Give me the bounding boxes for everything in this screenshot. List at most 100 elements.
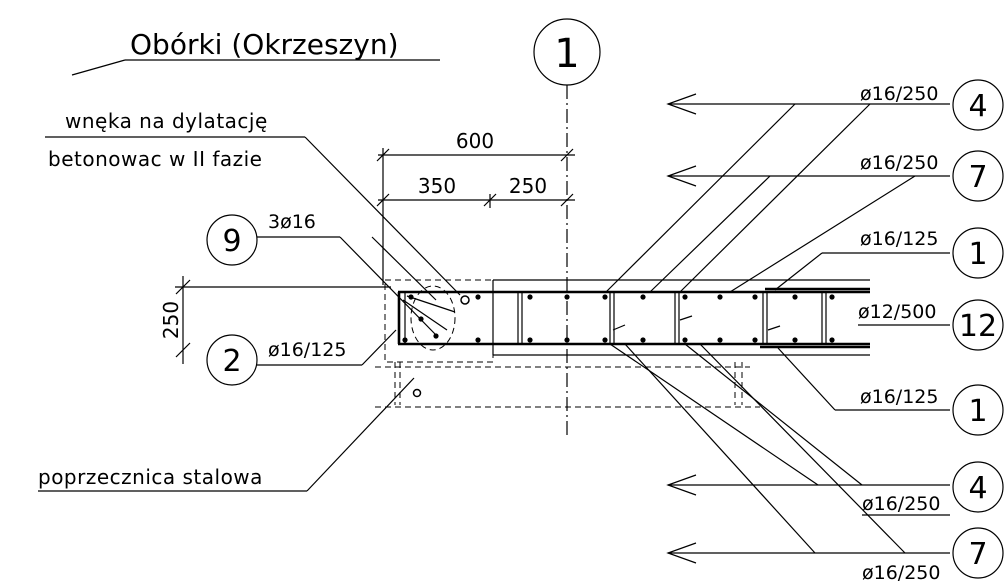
callout-leader	[609, 343, 819, 486]
callout-bubble	[952, 79, 1004, 131]
callout-mark: 12	[959, 309, 997, 344]
niche-note-text: wnęka na dylatację	[65, 109, 268, 133]
callout-spec: 3ø16	[268, 211, 316, 233]
drawing-title: Obórki (Okrzeszyn)	[130, 28, 399, 61]
dim-tick	[376, 148, 390, 162]
bar-dot	[682, 337, 688, 343]
callout-spec: ø16/250	[860, 152, 938, 174]
stirrups	[404, 292, 827, 344]
bar-dot	[527, 294, 533, 300]
bar-dot	[527, 337, 533, 343]
bar-dot	[829, 337, 835, 343]
bar-dot	[602, 337, 608, 343]
callout-bubble	[952, 461, 1004, 513]
dim-vert-label: 250	[159, 301, 183, 339]
bar-dot	[412, 388, 422, 398]
callout-spec: ø16/250	[862, 562, 940, 581]
bar-dot	[752, 337, 758, 343]
niche-outline	[384, 279, 494, 363]
crossbeam-note-text: poprzecznica stalowa	[38, 465, 263, 489]
niche-ellipse	[410, 285, 456, 351]
callout-bubble	[952, 227, 1004, 279]
axis-marker: 1	[533, 18, 601, 438]
slab-section	[375, 279, 870, 408]
niche-diagonal-bar	[406, 295, 456, 313]
callout-spec: ø12/500	[858, 301, 936, 323]
hook-mark	[612, 324, 626, 331]
callout-leader	[729, 175, 916, 293]
bar-dot	[682, 294, 688, 300]
title-block: Obórki (Okrzeszyn)	[71, 28, 440, 76]
callout-mark: 9	[222, 224, 241, 259]
dimension-vertical: 250	[159, 276, 391, 364]
callout-leader	[679, 103, 871, 293]
bar-dot	[717, 337, 723, 343]
bar-dot	[564, 294, 570, 300]
callout-bubble	[206, 214, 258, 266]
bar-dot	[752, 294, 758, 300]
arrow-head	[666, 542, 697, 564]
callout-mark: 1	[968, 394, 987, 429]
callout-bubble	[952, 384, 1004, 436]
callout-right-4-bottom: ø16/250 4	[609, 343, 1004, 516]
callout-right-4-top: ø16/250 4	[605, 79, 1004, 293]
hook-mark	[679, 315, 693, 321]
callout-leader	[339, 236, 437, 336]
callout-leader	[699, 343, 906, 554]
bar-dot	[602, 294, 608, 300]
callout-mark: 1	[968, 237, 987, 272]
callout-mark: 4	[968, 471, 987, 506]
callout-right-1-upper: ø16/125 1	[774, 227, 1004, 291]
callout-bubble	[952, 299, 1004, 351]
callout-bubble	[952, 150, 1004, 202]
bar-dots	[402, 294, 835, 398]
callout-leader	[777, 347, 836, 411]
callout-mark: 4	[968, 89, 987, 124]
bar-dot	[408, 294, 414, 300]
callout-leader	[774, 252, 823, 291]
bar-dot	[475, 337, 481, 343]
niche-note: wnęka na dylatację betonowac w II fazie	[45, 109, 461, 296]
callout-bubble	[952, 527, 1004, 579]
dim-tick	[376, 193, 390, 207]
callout-mark: 7	[968, 160, 987, 195]
dimensions-horizontal: 600 350 250	[376, 129, 575, 285]
dim-tick	[560, 148, 574, 162]
bar-dot	[792, 337, 798, 343]
callout-spec: ø16/250	[860, 83, 938, 105]
dim-tick	[560, 193, 574, 207]
bar-dot	[640, 337, 646, 343]
bar-dot	[792, 294, 798, 300]
callout-2: 2 ø16/125	[206, 329, 397, 386]
crossbeam-note: poprzecznica stalowa	[38, 377, 415, 492]
bar-dot	[460, 295, 470, 305]
bar-dot	[717, 294, 723, 300]
bar-dot	[433, 333, 439, 339]
arrow-head	[666, 165, 697, 187]
callout-9: 9 3ø16	[206, 211, 437, 336]
arrow-head	[666, 474, 697, 496]
callout-right-1-lower: ø16/125 1	[777, 347, 1004, 436]
callout-mark: 2	[222, 344, 241, 379]
callout-leader	[371, 236, 437, 301]
callout-right-7-top: ø16/250 7	[649, 150, 1004, 293]
dim-600-label: 600	[456, 129, 494, 153]
callout-leader	[684, 343, 863, 486]
callout-spec: ø16/250	[862, 493, 940, 515]
callout-spec: ø16/125	[860, 386, 938, 408]
arrow-head	[666, 93, 697, 115]
callout-right-7-bottom: ø16/250 7	[624, 343, 1004, 581]
callout-leader	[605, 103, 796, 293]
title-leader	[71, 59, 126, 76]
dim-tick	[483, 193, 497, 207]
phase-note-text: betonowac w II fazie	[48, 147, 262, 171]
bar-dot	[829, 294, 835, 300]
callout-bubble	[206, 334, 258, 386]
niche-diagonal-bar	[402, 299, 448, 331]
hook-mark	[767, 325, 781, 331]
crossbeam-leader	[306, 377, 415, 492]
bar-dot	[640, 294, 646, 300]
callout-right-12: ø12/500 12	[858, 299, 1004, 351]
bar-dot	[402, 337, 408, 343]
